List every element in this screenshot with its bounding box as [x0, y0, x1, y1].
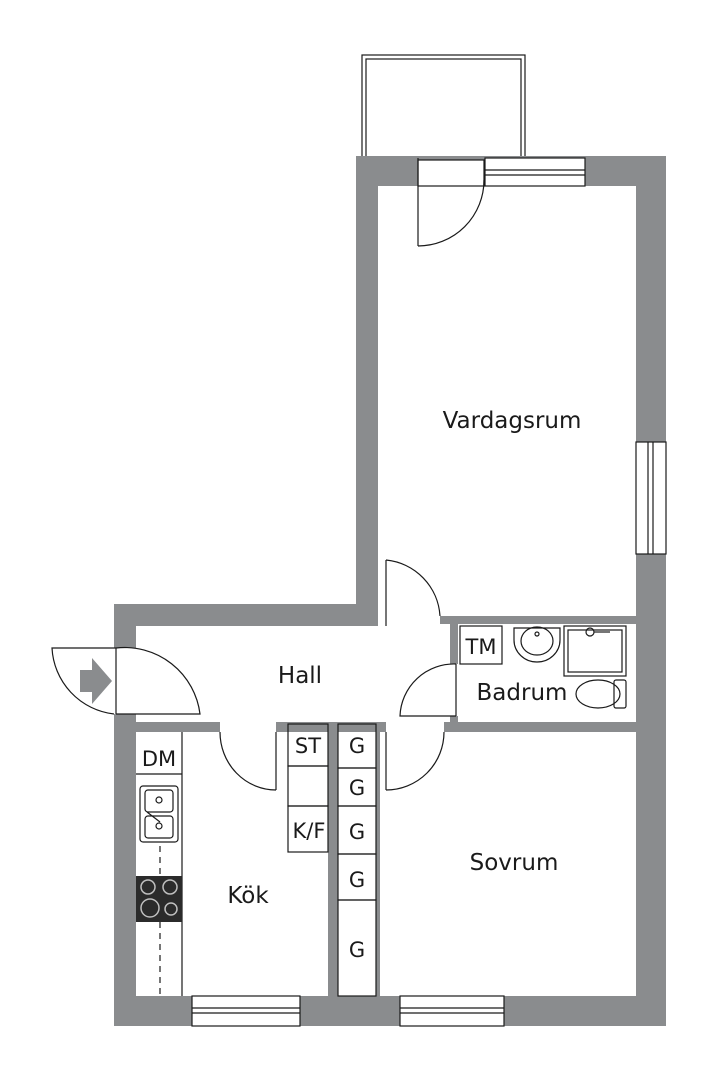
label-wardrobe: G: [349, 776, 365, 800]
room-label-vardagsrum: Vardagsrum: [443, 408, 582, 434]
stove-icon: [136, 876, 182, 922]
window-kitchen: [191, 995, 301, 1027]
room-label-badrum: Badrum: [477, 680, 568, 706]
kitchen-counter: [136, 732, 183, 996]
room-label-kok: Kök: [227, 883, 269, 909]
label-st: ST: [295, 734, 321, 758]
entrance-arrow-icon: [80, 658, 112, 704]
label-wardrobe: G: [349, 868, 365, 892]
room-label-hall: Hall: [278, 663, 322, 689]
label-dm: DM: [142, 747, 176, 771]
sink-icon: [139, 785, 179, 843]
window-bedroom: [399, 995, 505, 1027]
hall-storage: [287, 723, 329, 853]
doors: [51, 158, 485, 791]
bedroom-wardrobes: [337, 723, 377, 997]
windows: [191, 157, 667, 1027]
bathroom-fixtures: [459, 625, 627, 709]
label-tm: TM: [465, 635, 497, 659]
window-right: [635, 441, 667, 555]
label-wardrobe: G: [349, 938, 365, 962]
window-top: [484, 157, 586, 187]
balcony: [361, 54, 526, 159]
room-label-sovrum: Sovrum: [470, 850, 559, 876]
shower-icon: [563, 625, 627, 677]
label-kf: K/F: [293, 819, 326, 843]
label-wardrobe: G: [349, 820, 365, 844]
tm-box: [459, 625, 503, 665]
washbasin-icon: [513, 626, 561, 663]
balcony-inner: [365, 58, 522, 159]
label-wardrobe: G: [349, 734, 365, 758]
toilet-icon: [575, 679, 627, 709]
